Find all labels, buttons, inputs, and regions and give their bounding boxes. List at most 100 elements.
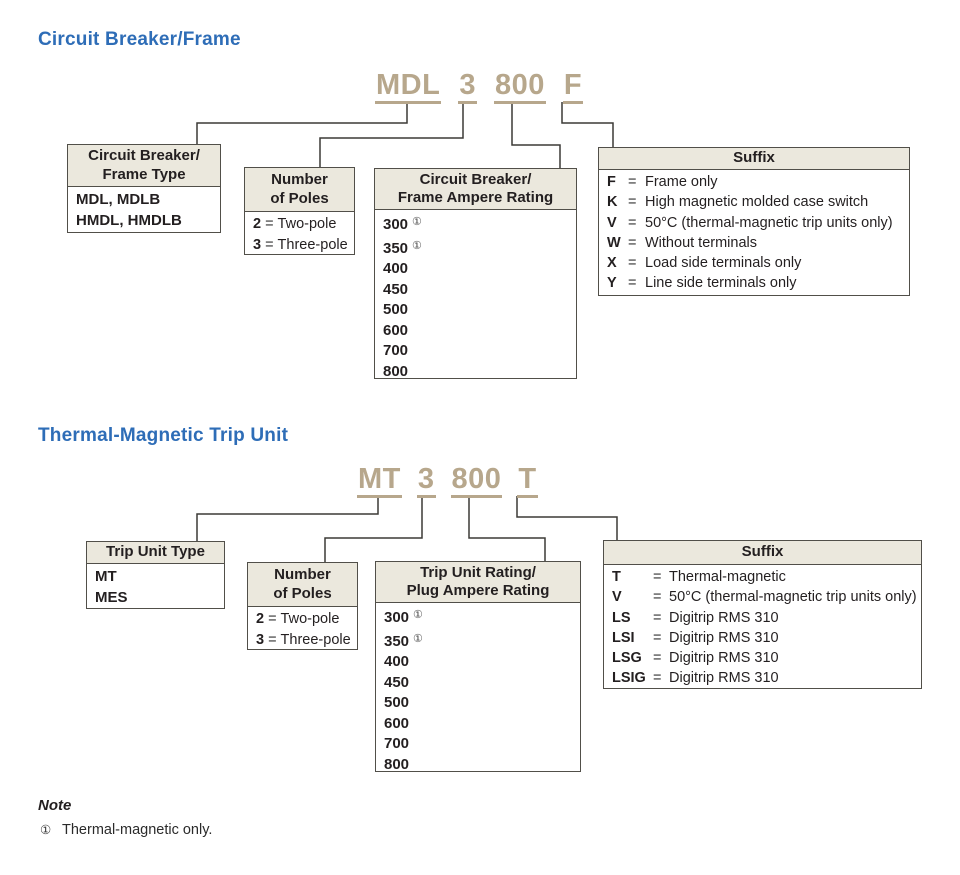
ampere-value: 500 xyxy=(384,694,410,711)
ampere-rating-row: 600 xyxy=(384,714,574,735)
pole-description: Three-pole xyxy=(280,631,351,648)
trip-type-box-body: MT MES xyxy=(87,564,224,608)
trip-rating-box-header: Trip Unit Rating/ Plug Ampere Rating xyxy=(376,562,580,603)
equals-sign: = xyxy=(265,216,274,232)
ampere-rating-row: 450 xyxy=(383,280,570,301)
poles-box-header: Number of Poles xyxy=(248,563,357,607)
suffix-description: Frame only xyxy=(645,174,718,190)
ampere-value: 700 xyxy=(384,735,410,752)
equals-sign: = xyxy=(628,214,637,231)
suffix-row: LSG = Digitrip RMS 310 xyxy=(612,648,915,668)
suffix-code: LSIG xyxy=(612,670,646,687)
ampere-value: 450 xyxy=(384,673,410,691)
frame-type-box-body: MDL, MDLB HMDL, HMDLB xyxy=(68,187,220,231)
suffix-code: X xyxy=(607,255,617,272)
pole-code: 2 xyxy=(253,216,262,232)
connector-ampere-2 xyxy=(468,496,546,561)
poles-box-1: Number of Poles 2=Two-pole 3=Three-pole xyxy=(244,167,355,255)
suffix-row: V = 50°C (thermal-magnetic trip units on… xyxy=(612,587,917,607)
ampere-rating-row: 400 xyxy=(383,259,570,280)
suffix-row: T = Thermal-magnetic xyxy=(612,567,915,587)
pole-code: 3 xyxy=(253,236,262,253)
suffix-row: X = Load side terminals only xyxy=(607,253,903,273)
equals-sign: = xyxy=(653,629,662,646)
suffix-code: V xyxy=(607,214,617,231)
equals-sign: = xyxy=(628,275,637,292)
equals-sign: = xyxy=(628,255,637,272)
trip-type-box-header: Trip Unit Type xyxy=(87,542,224,564)
ampere-value: 800 xyxy=(384,755,410,773)
suffix-description: 50°C (thermal-magnetic trip units only) xyxy=(669,589,917,606)
box-title-line: of Poles xyxy=(270,189,329,207)
code-token-trip-type: MT xyxy=(357,465,402,498)
box-title-line: Trip Unit Type xyxy=(106,543,205,561)
suffix-row: F = Frame only xyxy=(607,172,903,192)
ampere-box-header: Circuit Breaker/ Frame Ampere Rating xyxy=(375,169,576,210)
catalog-code-trip-unit: MT 3 800 T xyxy=(357,465,538,498)
pole-code: 2 xyxy=(256,611,265,627)
box-title-line: Frame Ampere Rating xyxy=(397,189,554,206)
suffix-row: LSI = Digitrip RMS 310 xyxy=(612,628,915,648)
suffix-code: T xyxy=(612,569,621,585)
connector-poles-2 xyxy=(324,496,423,562)
connector-suffix-1 xyxy=(561,102,614,147)
footnote-marker: ① xyxy=(412,239,422,252)
code-token-suffix: F xyxy=(562,71,584,104)
section-heading-thermal-magnetic-trip-unit: Thermal-Magnetic Trip Unit xyxy=(38,425,289,446)
suffix-box-body: T = Thermal-magnetic V = 50°C (thermal-m… xyxy=(604,565,921,689)
code-token-amperes: 800 xyxy=(450,465,503,498)
trip-type-value: MES xyxy=(95,589,128,606)
trip-type-value: MT xyxy=(95,568,117,585)
poles-box-body: 2=Two-pole 3=Three-pole xyxy=(248,607,357,650)
connector-trip-type xyxy=(196,496,379,541)
suffix-description: Digitrip RMS 310 xyxy=(669,670,779,687)
trip-unit-type-box: Trip Unit Type MT MES xyxy=(86,541,225,609)
equals-sign: = xyxy=(628,194,637,211)
code-token-suffix: T xyxy=(517,465,538,498)
equals-sign: = xyxy=(653,650,662,667)
suffix-code: W xyxy=(607,234,621,251)
footnote-marker: ① xyxy=(413,609,423,621)
poles-box-2: Number of Poles 2=Two-pole 3=Three-pole xyxy=(247,562,358,650)
suffix-description: Digitrip RMS 310 xyxy=(669,629,779,646)
footnote-marker: ① xyxy=(413,632,423,645)
suffix-row: Y = Line side terminals only xyxy=(607,273,903,293)
pole-description: Two-pole xyxy=(280,611,340,627)
ampere-rating-row: 700 xyxy=(383,341,570,362)
suffix-box-2: Suffix T = Thermal-magnetic V = 50°C (th… xyxy=(603,540,922,689)
poles-box-body: 2=Two-pole 3=Three-pole xyxy=(245,212,354,255)
suffix-code: Y xyxy=(607,275,617,292)
box-title-line: Number xyxy=(274,566,331,583)
suffix-box-body: F = Frame only K = High magnetic molded … xyxy=(599,170,909,294)
suffix-code: K xyxy=(607,194,618,211)
equals-sign: = xyxy=(653,670,662,687)
ampere-value: 600 xyxy=(383,321,409,339)
ampere-rating-row: 600 xyxy=(383,321,570,342)
frame-type-box: Circuit Breaker/ Frame Type MDL, MDLB HM… xyxy=(67,144,221,233)
ampere-rating-box-1: Circuit Breaker/ Frame Ampere Rating 300… xyxy=(374,168,577,382)
suffix-description: Thermal-magnetic xyxy=(669,569,786,585)
footnote-text: Thermal-magnetic only. xyxy=(62,822,213,838)
suffix-description: Digitrip RMS 310 xyxy=(669,650,779,667)
catalog-code-breaker: MDL 3 800 F xyxy=(375,71,584,104)
suffix-code: LS xyxy=(612,609,631,626)
box-title-line: Trip Unit Rating/ xyxy=(420,563,536,581)
box-title-line: Suffix xyxy=(733,149,775,167)
footnote-marker: ① xyxy=(412,216,422,228)
connector-suffix-2 xyxy=(516,496,618,540)
code-token-poles: 3 xyxy=(416,465,436,498)
code-token-amperes: 800 xyxy=(493,71,546,104)
ampere-value: 350 xyxy=(383,239,409,257)
ampere-value: 300 xyxy=(383,216,409,233)
pole-option-row: 2=Two-pole xyxy=(256,609,351,630)
suffix-row: V = 50°C (thermal-magnetic trip units on… xyxy=(607,213,903,233)
code-token-poles: 3 xyxy=(458,71,477,104)
box-title-line: of Poles xyxy=(273,584,332,602)
box-title-line: Circuit Breaker/ xyxy=(88,147,200,164)
connector-frame-type xyxy=(196,102,408,144)
equals-sign: = xyxy=(628,234,637,251)
